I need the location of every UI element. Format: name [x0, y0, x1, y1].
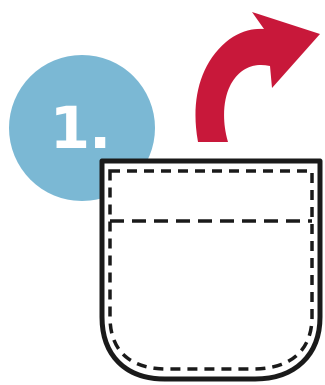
step-number: 1. — [50, 99, 110, 157]
pocket-outline — [102, 161, 320, 379]
shirt-pocket-icon — [95, 157, 325, 385]
curved-arrow-up-right-icon — [186, 4, 322, 144]
arrow-shape — [195, 12, 320, 142]
